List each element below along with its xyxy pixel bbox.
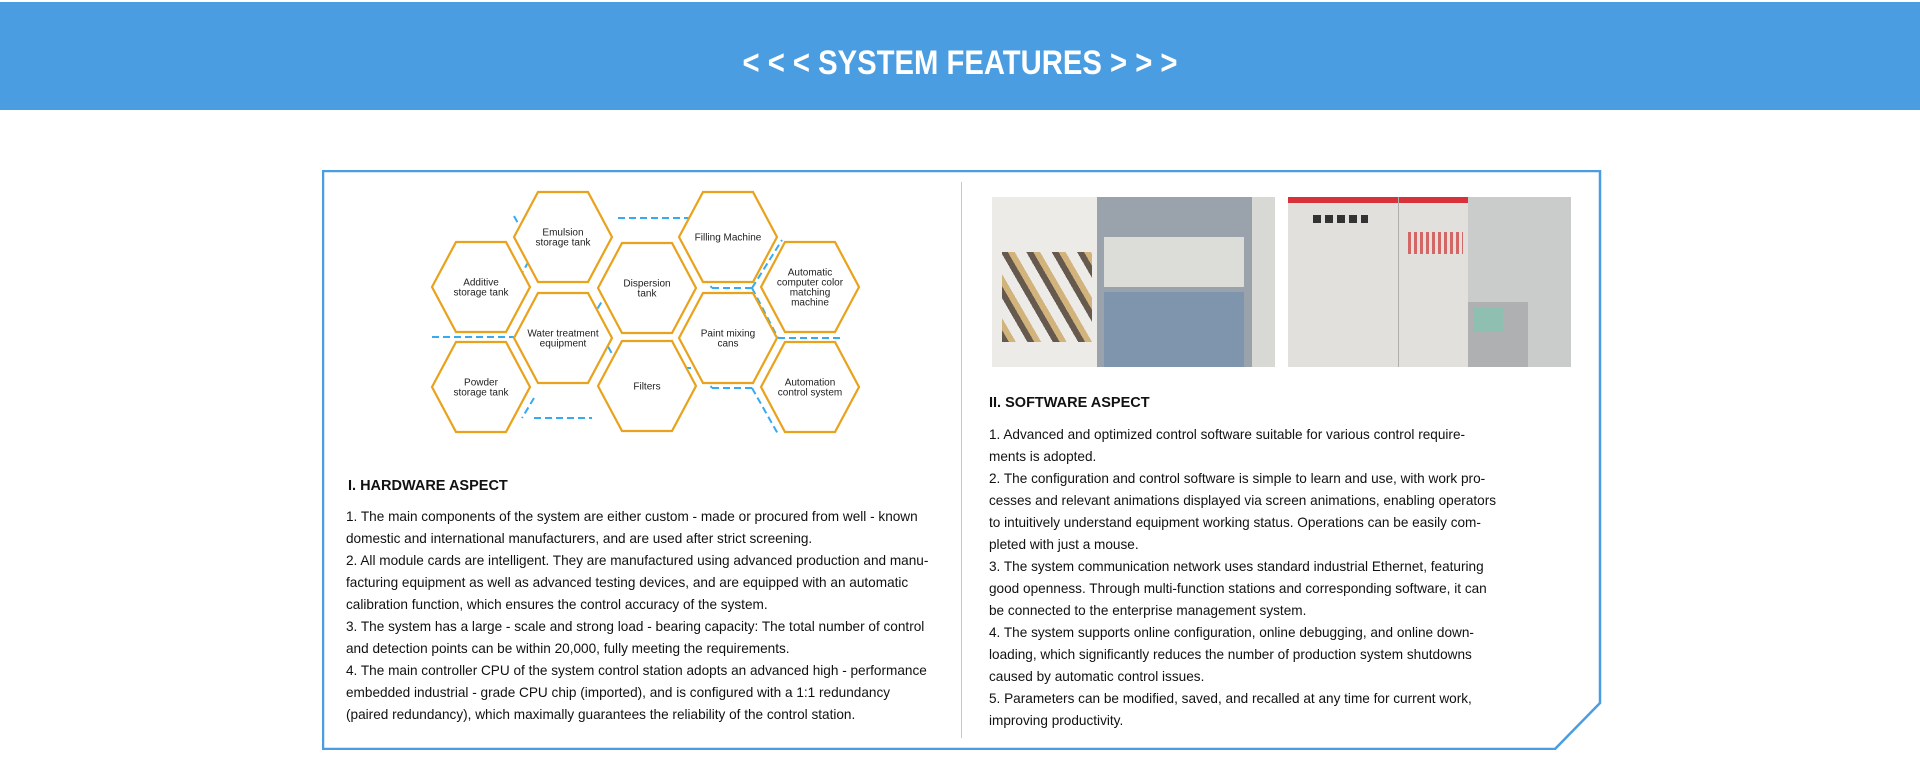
hexagon-label: equipment: [540, 339, 587, 350]
hexagon-label: machine: [791, 298, 829, 309]
hexagon-label: Water treatment: [527, 329, 599, 340]
software-line: ments is adopted.: [989, 449, 1097, 464]
hexagon-filters: Filters: [596, 339, 698, 433]
hexagon-label: Additive: [463, 278, 499, 289]
software-line: be connected to the enterprise managemen…: [989, 603, 1307, 618]
hardware-text: 1. The main components of the system are…: [346, 506, 928, 726]
software-line: 1. Advanced and optimized control softwa…: [989, 427, 1466, 442]
card-frame: [322, 170, 1602, 750]
hexagon-label: cans: [717, 339, 738, 350]
software-line: cesses and relevant animations displayed…: [989, 493, 1497, 508]
software-text: 1. Advanced and optimized control softwa…: [989, 424, 1496, 732]
hardware-line: 4. The main controller CPU of the system…: [346, 663, 927, 678]
control-room-photo: [1288, 197, 1571, 367]
hardware-heading: I. HARDWARE ASPECT: [348, 478, 508, 494]
software-line: to intuitively understand equipment work…: [989, 515, 1481, 530]
software-line: 5. Parameters can be modified, saved, an…: [989, 691, 1472, 706]
software-line: 4. The system supports online configurat…: [989, 625, 1474, 640]
hardware-line: 1. The main components of the system are…: [346, 509, 918, 524]
software-line: pleted with just a mouse.: [989, 537, 1139, 552]
hexagon-label: Powder: [464, 378, 499, 389]
hexagon-label: matching: [790, 288, 831, 299]
hexagon-label: Paint mixing: [701, 329, 755, 340]
hexagon-label: Dispersion: [623, 279, 670, 290]
hexagon-label: Filling Machine: [695, 233, 762, 244]
page-title: < < < SYSTEM FEATURES > > >: [742, 44, 1178, 82]
header-banner: < < < SYSTEM FEATURES > > >: [0, 2, 1920, 110]
software-line: caused by automatic control issues.: [989, 669, 1205, 684]
connector-dash: [751, 387, 779, 435]
hexagon-label: storage tank: [535, 238, 591, 249]
hexagon-label: storage tank: [453, 388, 509, 399]
software-line: loading, which significantly reduces the…: [989, 647, 1472, 662]
control-cabinet-photo: [992, 197, 1275, 367]
connector-dash: [751, 239, 783, 289]
software-heading: II. SOFTWARE ASPECT: [989, 395, 1150, 411]
hardware-line: and detection points can be within 20,00…: [346, 641, 790, 656]
hardware-line: calibration function, which ensures the …: [346, 597, 768, 612]
hardware-line: (paired redundancy), which maximally gua…: [346, 707, 856, 722]
hexagon-label: Automatic: [788, 268, 832, 279]
hardware-line: 3. The system has a large - scale and st…: [346, 619, 925, 634]
hexagon-label: storage tank: [453, 288, 509, 299]
hardware-line: embedded industrial - grade CPU chip (im…: [346, 685, 891, 700]
hexagon-label: Emulsion: [542, 228, 583, 239]
hexagon-label: Automation: [785, 378, 836, 389]
hexagon-label: tank: [638, 289, 658, 300]
hexagon-label: control system: [778, 388, 842, 399]
hexagon-label: computer color: [777, 278, 844, 289]
hardware-line: facturing equipment as well as advanced …: [346, 575, 909, 590]
hexagon-filling: Filling Machine: [677, 190, 779, 284]
connector-dash: [521, 397, 535, 419]
hexagon-label: Filters: [633, 382, 660, 393]
software-line: good openness. Through multi-function st…: [989, 581, 1487, 596]
hardware-line: 2. All module cards are intelligent. The…: [346, 553, 929, 568]
software-line: 3. The system communication network uses…: [989, 559, 1484, 574]
column-divider: [961, 182, 962, 738]
software-line: 2. The configuration and control softwar…: [989, 471, 1486, 486]
hardware-line: domestic and international manufacturers…: [346, 531, 813, 546]
software-line: improving productivity.: [989, 713, 1124, 728]
